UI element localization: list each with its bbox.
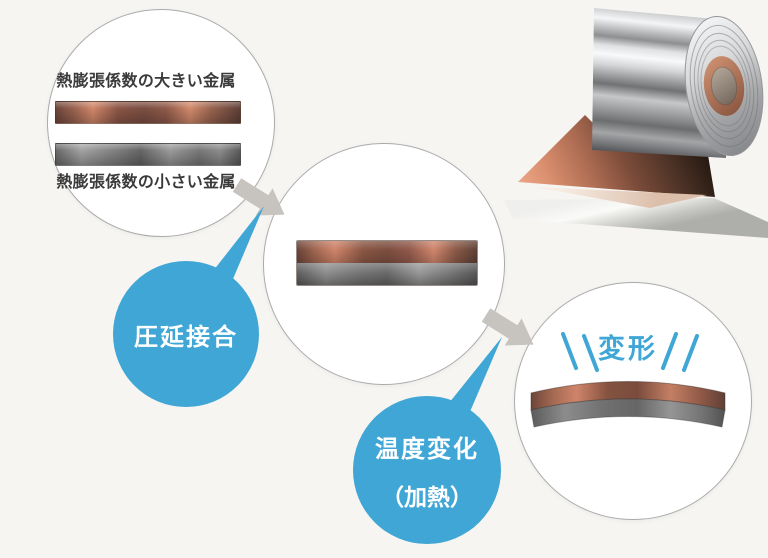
heating-label-line1: 温度変化 xyxy=(375,435,479,463)
coil-copper-core-ring xyxy=(703,56,745,116)
unrolled-silver-sheet xyxy=(504,198,768,238)
heating-bubble: 温度変化 （加熱） xyxy=(353,396,501,544)
coil-center-hole xyxy=(710,66,738,106)
clad-metal-coil-illustration xyxy=(504,8,768,238)
roll-bonding-label: 圧延接合 xyxy=(134,323,238,351)
bonded-strip-silver-layer xyxy=(297,263,477,285)
high-expansion-metal-bar xyxy=(55,101,241,124)
bonded-bimetal-strip xyxy=(296,240,478,286)
step3-circle: 変形 xyxy=(514,282,752,520)
heating-label-line2: （加熱） xyxy=(381,483,473,510)
high-expansion-metal-label: 熱膨張係数の大きい金属 xyxy=(56,73,236,90)
coil-body xyxy=(592,8,726,158)
bonded-strip-copper-layer xyxy=(297,241,477,263)
unrolled-copper-strip xyxy=(518,115,715,197)
strip-folded-corner xyxy=(535,187,707,208)
roll-bonding-bubble: 圧延接合 xyxy=(113,261,259,407)
coil-end-face xyxy=(684,15,764,157)
step2-circle xyxy=(263,143,505,385)
deformation-label: 変形 xyxy=(598,334,658,364)
low-expansion-metal-label: 熱膨張係数の小さい金属 xyxy=(56,174,236,191)
low-expansion-metal-bar xyxy=(55,143,241,166)
step1-circle: 熱膨張係数の大きい金属 熱膨張係数の小さい金属 xyxy=(47,9,275,237)
